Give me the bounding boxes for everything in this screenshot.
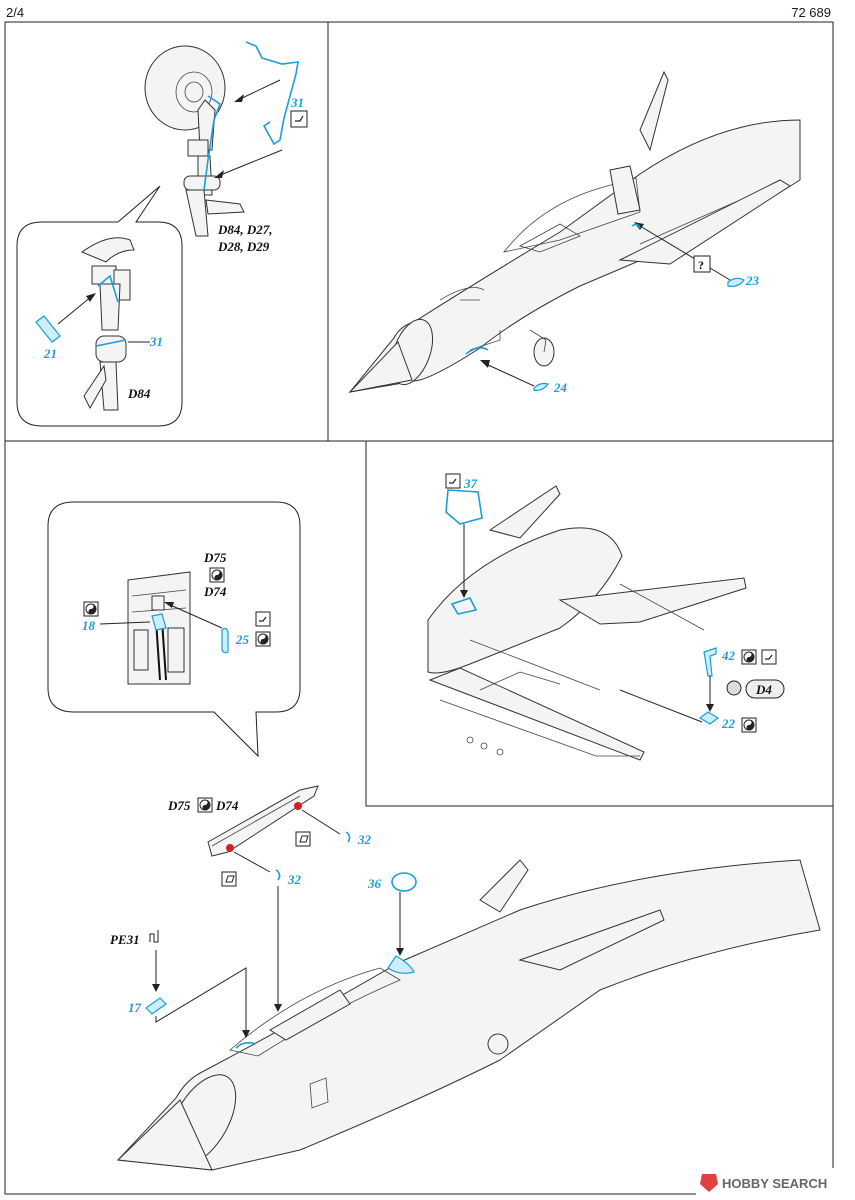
label-36: 36 [367,876,382,891]
watermark-text: HOBBY SEARCH [722,1176,827,1191]
code-d4: D4 [755,682,772,697]
code-d84: D84 [127,386,151,401]
label-22: 22 [721,716,736,731]
label-37: 37 [463,476,478,491]
panel-frame [4,21,834,1195]
set-number: 72 689 [791,5,831,20]
nose-code-d74: D74 [215,798,239,813]
label-18: 18 [82,618,96,633]
nose-panel: D75 D74 32 32 36 PE31 [110,785,821,1171]
label-25: 25 [235,632,250,647]
label-23: 23 [745,273,760,288]
codes-line1: D84, D27, [217,222,273,237]
detail-callout [16,185,183,427]
label-32-left: 32 [287,872,302,887]
label-32-right: 32 [357,832,372,847]
fold-symbol [290,110,308,128]
label-21: 21 [43,346,57,361]
codes-line2: D28, D29 [217,239,270,254]
label-42: 42 [721,648,736,663]
label-17: 17 [128,1000,142,1015]
label-31-detail: 31 [149,334,163,349]
panel-code-d74: D74 [203,584,227,599]
panel-detail: D75 D74 18 25 [47,501,301,758]
cockpit-panel: ? 23 24 [348,70,801,395]
nose-code-d75: D75 [167,798,191,813]
wing-panel: 37 42 D4 22 [427,473,785,761]
label-pe31: PE31 [110,932,140,947]
question-symbol-box [693,255,711,273]
watermark: HOBBY SEARCH [696,1168,852,1196]
question-symbol: ? [698,258,704,272]
panel-code-d75: D75 [203,550,227,565]
label-31-top: 31 [290,95,304,110]
gear-panel: 31 D84, D27, D28, D29 21 31 D84 [16,41,308,427]
label-24: 24 [553,380,568,395]
page-number: 2/4 [6,5,25,20]
